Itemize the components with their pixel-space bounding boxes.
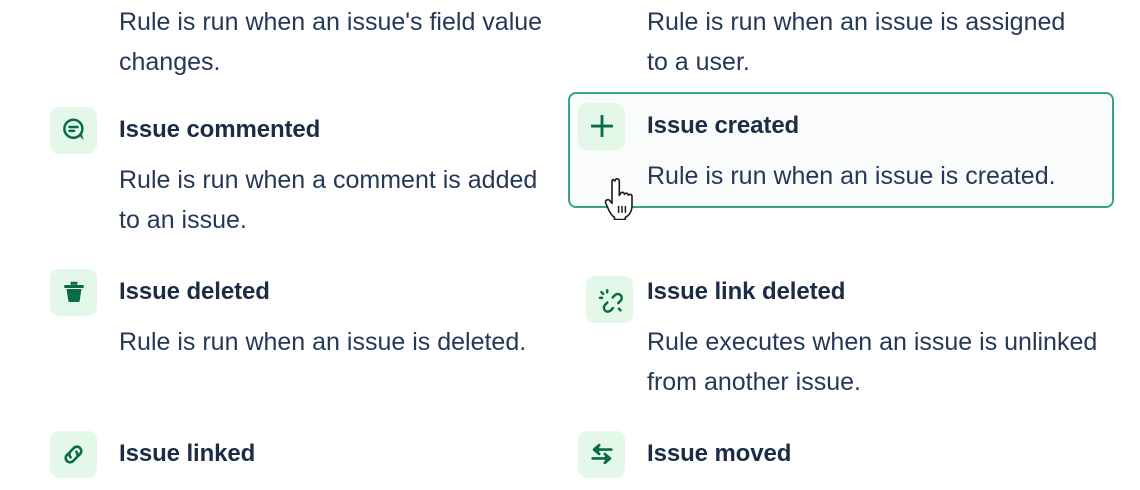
trigger-header: Issue deleted xyxy=(50,268,574,316)
trigger-item-issue-deleted[interactable]: Issue deleted Rule is run when an issue … xyxy=(40,258,586,374)
trigger-entry[interactable]: Issue deleted Rule is run when an issue … xyxy=(40,258,586,374)
trigger-title: Issue commented xyxy=(119,116,321,143)
trigger-header: Issue commented xyxy=(50,106,574,154)
trigger-title: Issue created xyxy=(647,112,800,139)
trigger-entry[interactable]: Issue link deleted Rule executes when an… xyxy=(568,258,1114,414)
trigger-description: Rule is run when a comment is added to a… xyxy=(119,166,538,234)
trigger-header: Issue created xyxy=(578,102,1102,150)
plus-icon xyxy=(578,102,625,150)
trigger-item-issue-linked[interactable]: Issue linked xyxy=(40,420,586,490)
trigger-header: Issue moved xyxy=(578,430,1102,478)
trigger-item-issue-assigned[interactable]: Rule is run when an issue is assigned to… xyxy=(568,0,1114,94)
trigger-description: Rule is run when an issue is assigned to… xyxy=(647,8,1066,76)
trigger-entry[interactable]: Issue commented Rule is run when a comme… xyxy=(40,96,586,252)
link-icon xyxy=(50,430,97,478)
trigger-title: Issue moved xyxy=(647,440,792,467)
trigger-description: Rule is run when an issue is deleted. xyxy=(119,328,527,356)
trigger-item-issue-commented[interactable]: Issue commented Rule is run when a comme… xyxy=(40,96,586,252)
trigger-grid: Rule is run when an issue's field value … xyxy=(40,0,1114,478)
trigger-description: Rule executes when an issue is unlinked … xyxy=(647,328,1098,396)
trigger-item-issue-moved[interactable]: Issue moved xyxy=(568,420,1114,490)
trigger-title: Issue link deleted xyxy=(647,278,846,305)
trigger-description: Rule is run when an issue is created. xyxy=(647,162,1056,190)
trigger-header: Issue link deleted xyxy=(578,268,1102,316)
trigger-entry[interactable]: Issue linked xyxy=(40,420,586,490)
broken-link-icon xyxy=(586,276,633,323)
trigger-item-issue-created[interactable]: Issue created Rule is run when an issue … xyxy=(568,92,1114,208)
trigger-item-issue-link-deleted[interactable]: Issue link deleted Rule executes when an… xyxy=(568,258,1114,414)
trigger-entry[interactable]: Rule is run when an issue's field value … xyxy=(40,0,586,94)
trigger-entry[interactable]: Rule is run when an issue is assigned to… xyxy=(568,0,1114,94)
trigger-item-field-value-changed[interactable]: Rule is run when an issue's field value … xyxy=(40,0,586,94)
trigger-entry[interactable]: Issue moved xyxy=(568,420,1114,490)
trigger-picker-screen: Rule is run when an issue's field value … xyxy=(40,0,1114,478)
trash-icon xyxy=(50,268,97,316)
trigger-header: Issue linked xyxy=(50,430,574,478)
trigger-title: Issue deleted xyxy=(119,278,270,305)
transfer-arrows-icon xyxy=(578,430,625,478)
trigger-entry-selected[interactable]: Issue created Rule is run when an issue … xyxy=(568,92,1114,208)
trigger-title: Issue linked xyxy=(119,440,256,467)
comment-bubble-icon xyxy=(50,106,97,154)
trigger-description: Rule is run when an issue's field value … xyxy=(119,8,543,76)
